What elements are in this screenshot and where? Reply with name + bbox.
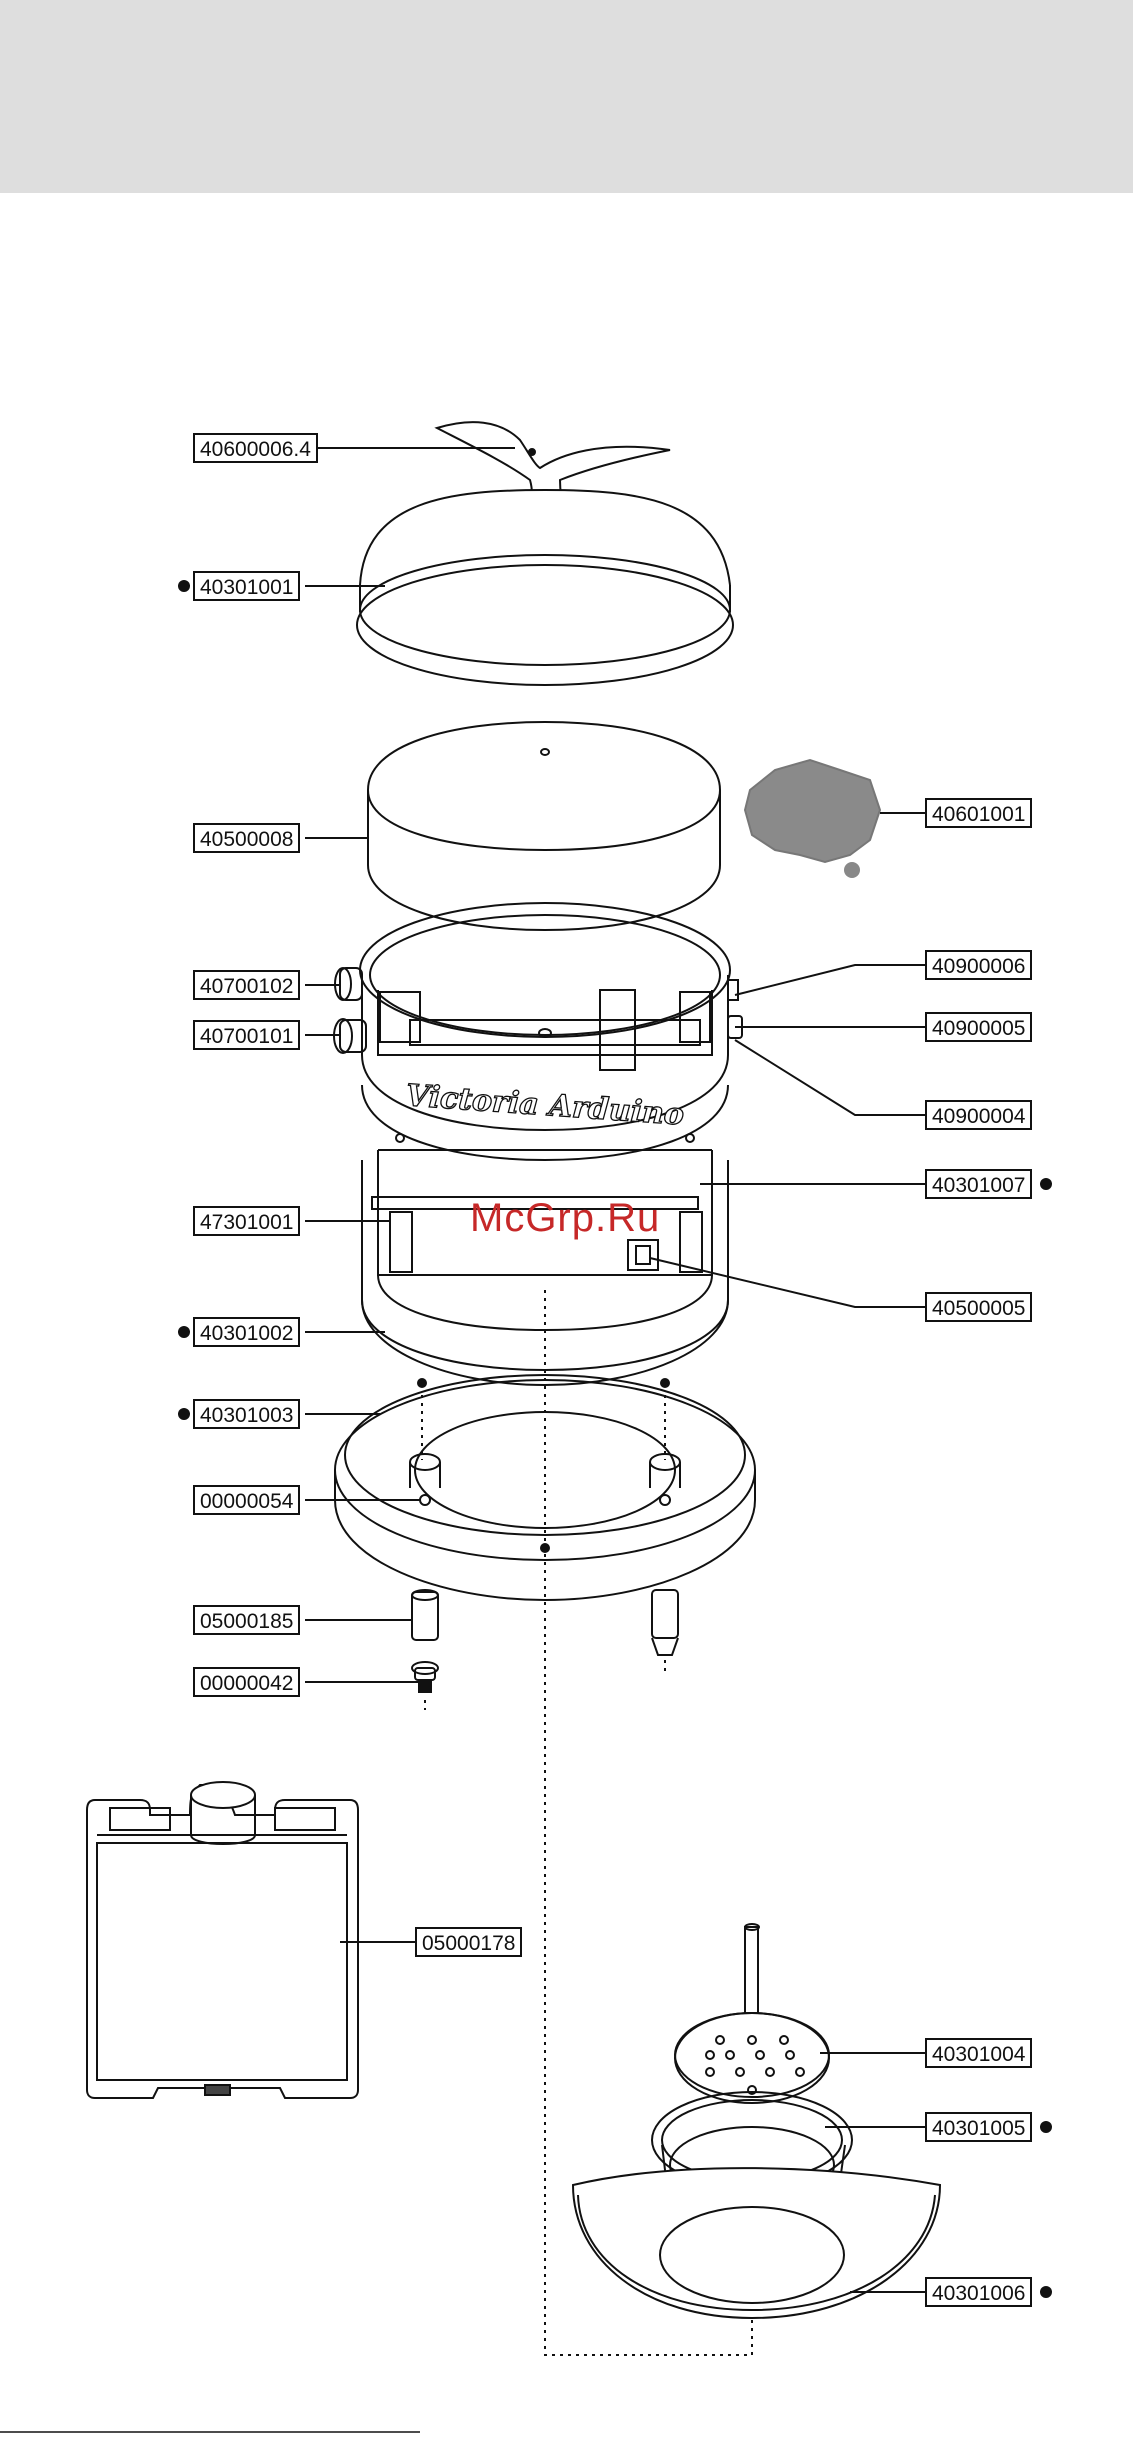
leader-lines bbox=[305, 448, 925, 2292]
bullet-icon bbox=[178, 1408, 190, 1420]
part-label-40301001: 40301001 bbox=[193, 571, 300, 601]
bullet-icon bbox=[1040, 2121, 1052, 2133]
watermark-text: McGrp.Ru bbox=[470, 1196, 660, 1241]
part-label-40700101: 40700101 bbox=[193, 1020, 300, 1050]
drip-tray-part bbox=[573, 2168, 940, 2318]
powder-part bbox=[745, 760, 880, 878]
part-label-05000185: 05000185 bbox=[193, 1605, 300, 1635]
part-label-40301004: 40301004 bbox=[925, 2038, 1032, 2068]
water-tank-part bbox=[87, 1782, 358, 2098]
filter-plate-part bbox=[675, 1924, 829, 2103]
part-label-00000042: 00000042 bbox=[193, 1667, 300, 1697]
bullet-icon bbox=[1040, 1178, 1052, 1190]
part-label-40700102: 40700102 bbox=[193, 970, 300, 1000]
bullet-icon bbox=[178, 580, 190, 592]
bullet-icon bbox=[178, 1326, 190, 1338]
part-label-00000054: 00000054 bbox=[193, 1485, 300, 1515]
part-label-40600006-4: 40600006.4 bbox=[193, 433, 318, 463]
part-label-40900004: 40900004 bbox=[925, 1100, 1032, 1130]
part-label-40301002: 40301002 bbox=[193, 1317, 300, 1347]
part-label-40500005: 40500005 bbox=[925, 1292, 1032, 1322]
part-label-40601001: 40601001 bbox=[925, 798, 1032, 828]
part-label-40301005: 40301005 bbox=[925, 2112, 1032, 2142]
bullet-icon bbox=[1040, 2286, 1052, 2298]
part-label-40301006: 40301006 bbox=[925, 2277, 1032, 2307]
dome-lid-part bbox=[357, 490, 733, 685]
part-label-47301001: 47301001 bbox=[193, 1206, 300, 1236]
part-label-40301007: 40301007 bbox=[925, 1169, 1032, 1199]
part-label-40900005: 40900005 bbox=[925, 1012, 1032, 1042]
part-label-40301003: 40301003 bbox=[193, 1399, 300, 1429]
part-label-40500008: 40500008 bbox=[193, 823, 300, 853]
part-label-05000178: 05000178 bbox=[415, 1927, 522, 1957]
flat-lid-part bbox=[368, 722, 720, 930]
brand-script: Victoria Arduino bbox=[405, 1078, 685, 1132]
part-label-40900006: 40900006 bbox=[925, 950, 1032, 980]
base-plate-part bbox=[335, 1375, 755, 1600]
